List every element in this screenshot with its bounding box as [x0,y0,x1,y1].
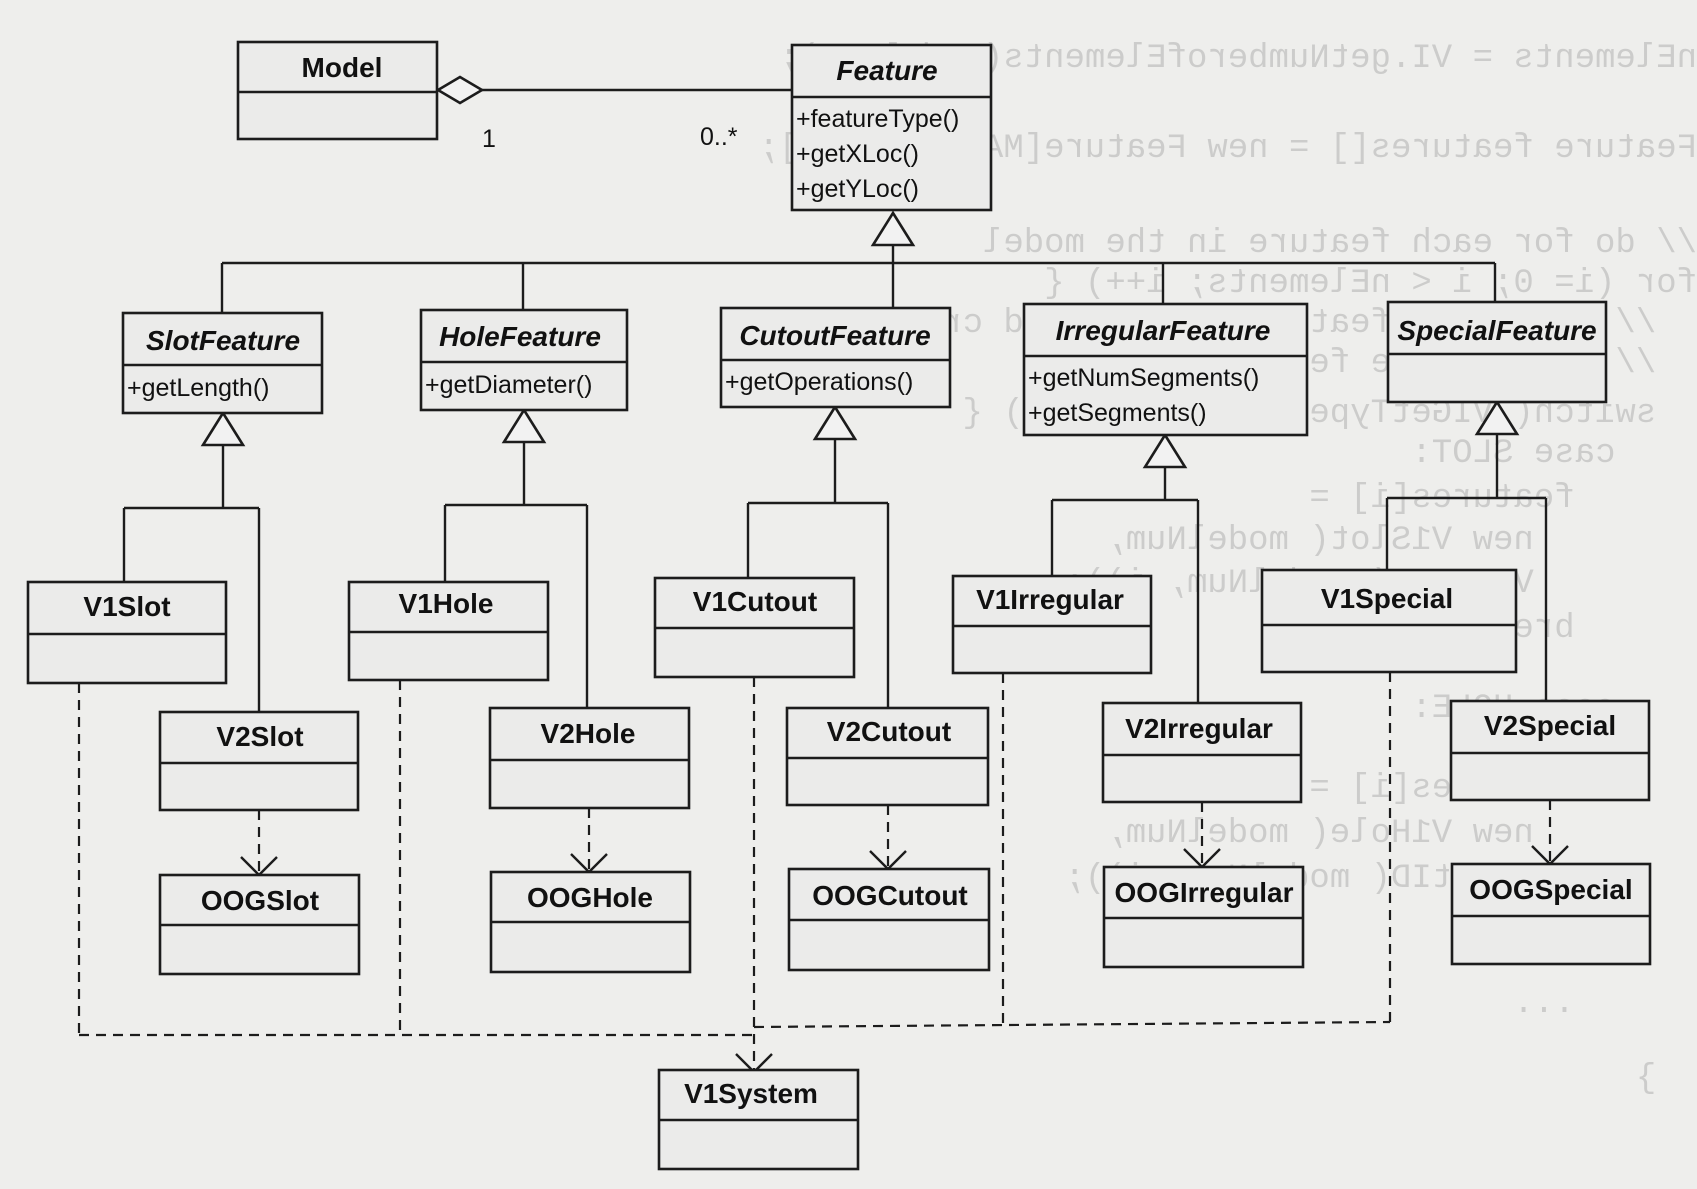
operation: +getSegments() [1028,399,1207,427]
class-name: Model [302,52,383,83]
class-v1system[interactable]: V1System [657,1068,860,1171]
class-name: V1Irregular [976,584,1124,615]
class-name: OOGIrregular [1115,877,1294,908]
class-name: V1Special [1321,583,1453,614]
cutout-generalization [746,404,890,708]
generalization-arrow-icon [870,210,916,247]
v1-system-dependencies [77,672,1392,1074]
class-oogspecial[interactable]: OOGSpecial [1450,862,1652,966]
class-name: CutoutFeature [739,320,930,351]
generalization-arrow-icon [812,404,858,441]
class-name: V2Irregular [1125,713,1273,744]
generalization-arrow-icon [501,407,547,444]
aggregation-diamond-icon [435,75,485,105]
operation: +featureType() [796,105,959,133]
generalization-arrow-icon [1142,432,1188,469]
class-irregular-feature[interactable]: IrregularFeature +getNumSegments() +getS… [1022,302,1309,437]
operation: +getNumSegments() [1028,364,1259,392]
class-hole-feature[interactable]: HoleFeature +getDiameter() [419,308,629,412]
class-name: V2Special [1484,710,1616,741]
generalization-arrow-icon [200,410,246,447]
class-name: OOGSlot [201,885,319,916]
class-oogirregular[interactable]: OOGIrregular [1102,865,1305,969]
class-name: V1Slot [83,591,170,622]
class-name: IrregularFeature [1056,315,1271,346]
model-feature-association: 1 0..* [435,75,792,153]
model-multiplicity: 1 [482,125,496,153]
class-v2cutout[interactable]: V2Cutout [785,706,990,807]
v2-oog-dependencies [240,800,1569,877]
class-special-feature[interactable]: SpecialFeature [1386,300,1608,404]
class-name: OOGSpecial [1469,874,1632,905]
slot-generalization [122,410,261,712]
operation: +getDiameter() [425,371,592,399]
operation: +getYLoc() [796,175,919,203]
class-v1cutout[interactable]: V1Cutout [653,576,856,679]
operation: +getLength() [127,374,269,402]
class-v1hole[interactable]: V1Hole [347,580,550,682]
class-slot-feature[interactable]: SlotFeature +getLength() [121,311,324,415]
class-name: OOGHole [527,882,653,913]
class-ooghole[interactable]: OOGHole [489,870,692,974]
class-v2hole[interactable]: V2Hole [488,706,691,810]
feature-multiplicity: 0..* [700,123,738,151]
class-name: SlotFeature [146,325,300,356]
class-v1special[interactable]: V1Special [1260,568,1518,674]
class-v2slot[interactable]: V2Slot [158,710,360,812]
class-name: V2Hole [541,718,636,749]
class-v2irregular[interactable]: V2Irregular [1101,701,1303,804]
class-feature[interactable]: Feature +featureType() +getXLoc() +getYL… [790,43,993,212]
class-v2special[interactable]: V2Special [1449,699,1651,802]
feature-generalization-tree [220,210,1497,313]
class-cutout-feature[interactable]: CutoutFeature +getOperations() [719,306,952,409]
class-model[interactable]: Model [236,40,439,141]
class-oogcutout[interactable]: OOGCutout [787,867,991,972]
class-name: OOGCutout [812,880,968,911]
generalization-arrow-icon [1474,399,1520,436]
class-oogslot[interactable]: OOGSlot [158,873,361,976]
irregular-generalization [1050,432,1200,703]
class-name: HoleFeature [439,321,601,352]
class-name: Feature [836,55,937,86]
class-name: SpecialFeature [1397,315,1596,346]
special-generalization [1385,399,1548,701]
class-name: V2Slot [216,721,303,752]
class-v1irregular[interactable]: V1Irregular [951,574,1153,675]
hole-generalization [443,407,589,708]
class-name: V1Cutout [693,586,817,617]
operation: +getXLoc() [796,140,919,168]
class-v1slot[interactable]: V1Slot [26,580,228,685]
class-name: V1Hole [399,588,494,619]
class-name: V2Cutout [827,716,951,747]
class-name: V1System [684,1078,818,1109]
operation: +getOperations() [725,368,913,396]
